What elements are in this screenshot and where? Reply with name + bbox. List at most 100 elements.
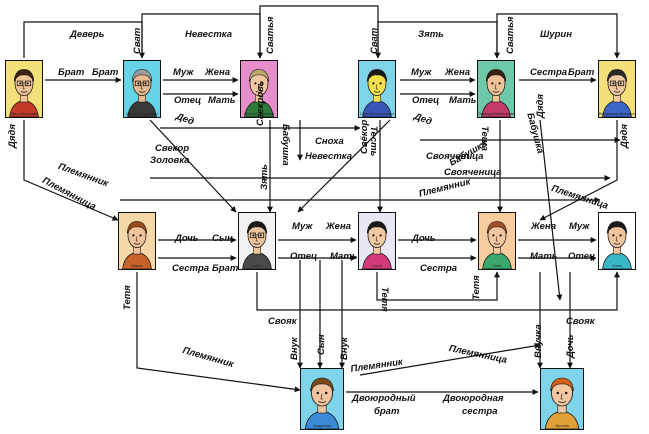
relation-label: Свекор [155,143,190,154]
relation-label: Свояченица [444,167,502,178]
relation-line [149,119,237,213]
relation-label: Жена [326,221,351,232]
relation-label: Золовка [150,155,190,166]
relation-label: Сват [369,27,380,54]
portrait-caption: Миша [251,263,263,268]
face-drawing [6,61,42,117]
relation-label: Сноха [315,136,344,147]
relation-label: Мать [530,251,558,262]
relation-label: Бабушка [280,124,291,166]
relation-label: Муж [411,67,432,78]
portrait-vladimir: Владимир Михайлович [598,60,636,118]
relation-line [359,342,541,376]
portrait-caption: Коля [612,263,622,268]
portrait-caption: Сергей Сергеевич [360,111,394,116]
relation-label: Зять [259,164,270,190]
relation-label: сестра [462,406,498,417]
relation-label: Жена [531,221,556,232]
portrait-nina: Нина [358,212,396,270]
relation-label: Дядя [619,124,630,148]
relation-label: Тетя [122,285,133,310]
relation-label: Внук [289,337,300,360]
portrait-caption: Андрюша [313,423,331,428]
face-drawing [479,213,515,269]
face-drawing [119,213,155,269]
relation-line [136,272,301,393]
face-drawing [239,213,275,269]
relation-label: Муж [569,221,590,232]
relation-label: Двоюродный [352,393,416,404]
relation-label: Дочь [175,233,199,244]
relation-line [23,21,145,59]
relation-line [23,120,119,221]
relation-label: Брат [92,67,119,78]
relation-label: Отец [174,95,202,106]
portrait-caption: Эльвира Васильевна [478,111,514,116]
relation-label: Невестка [185,29,232,40]
relation-label: Мать [208,95,236,106]
relation-label: Свекровь [255,80,266,126]
relation-label: Сватья [265,16,276,54]
relation-label: Деверь [70,29,105,40]
relation-label: Мать [449,95,477,106]
portrait-caption: Владимир Михайлович [599,111,635,116]
relation-label: Сестра [172,263,210,274]
relation-label: Невестка [305,151,352,162]
portrait-caption: Галя [492,263,502,268]
face-drawing [599,61,635,117]
relation-label: Дочь [412,233,436,244]
portrait-andryusha: Андрюша [300,368,344,430]
portrait-sergey: Сергей Сергеевич [358,60,396,118]
portrait-caption: Нина [372,263,382,268]
relation-line [256,271,620,311]
relation-label: Отец [412,95,440,106]
face-drawing [301,369,343,429]
portrait-caption: Ирочка [555,423,569,428]
relation-label: Жена [205,67,230,78]
relation-label: Шурин [540,29,572,40]
relation-label: Свояк [268,316,297,327]
relation-label: Двоюродная [443,393,504,404]
relation-line [496,13,620,59]
relation-label: Муж [173,67,194,78]
relation-line [259,5,381,59]
relation-label: Свояченица [426,151,484,162]
relation-label: Зять [418,29,444,40]
relation-label: Дочь [565,334,576,358]
portrait-olga: Ольга Петровна [240,60,278,118]
portrait-petr: Петр Иванович [5,60,43,118]
relation-label: Мать [330,251,358,262]
face-drawing [359,213,395,269]
portrait-masha: Маша [118,212,156,270]
portrait-galya: Галя [478,212,516,270]
relation-label: Брат [212,263,239,274]
relation-label: Сестра [420,263,458,274]
relation-line [377,21,500,59]
relation-label: брат [374,406,400,417]
relation-label: Свёкор [359,119,370,154]
relation-label: Тетя [379,287,390,312]
relation-label: Отец [290,251,318,262]
relation-label: Отец [568,251,596,262]
portrait-caption: Маша [131,263,143,268]
face-drawing [124,61,160,117]
relation-label: Брат [568,67,595,78]
relation-label: Дядя [7,124,18,148]
relation-label: Сестра [530,67,568,78]
relation-label: Муж [292,221,313,232]
portrait-caption: Петр Иванович [9,111,39,116]
relation-label: Сват [132,27,143,54]
relation-label: Внучка [533,324,544,358]
relation-line [297,119,391,213]
portrait-caption: Иван Федорович [126,111,158,116]
relation-label: Дядя [535,94,546,118]
relation-label: Тетя [471,275,482,300]
relation-label: Сватья [505,16,516,54]
relation-label: Брат [58,67,85,78]
face-drawing [478,61,514,117]
portrait-misha: Миша [238,212,276,270]
relation-line [376,271,500,301]
relation-line [539,119,563,301]
